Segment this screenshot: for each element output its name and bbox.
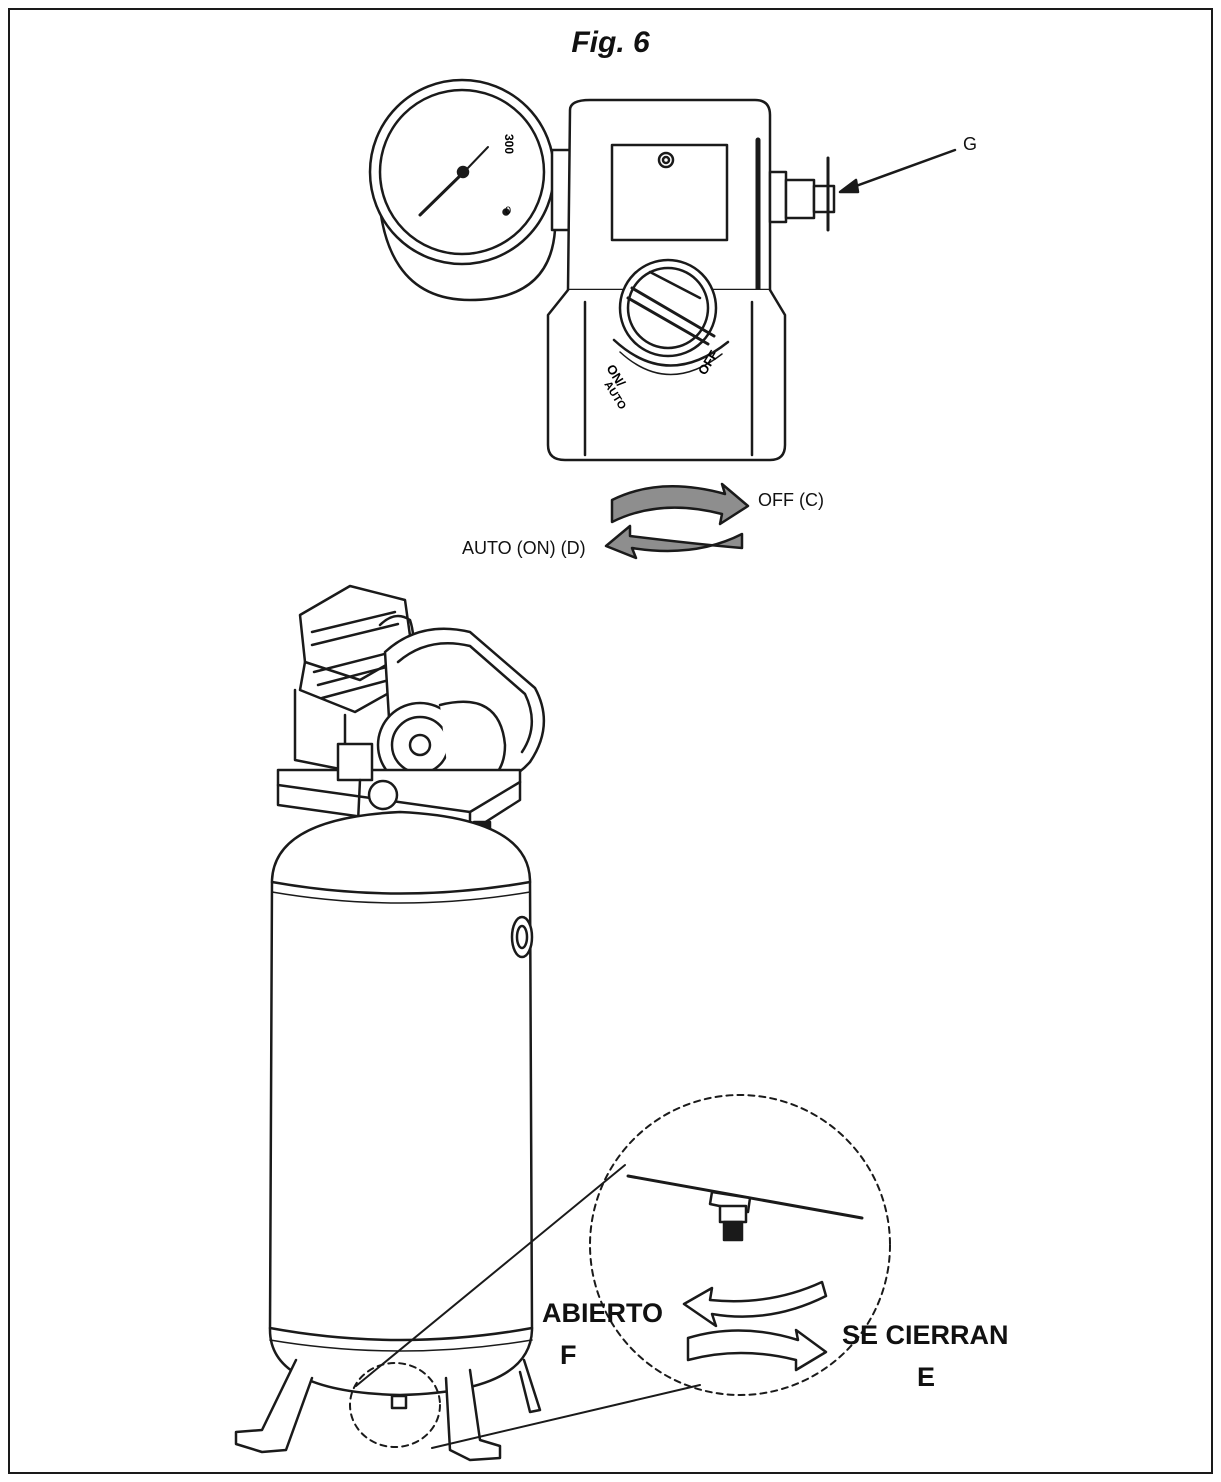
open-arrow-icon [682, 1280, 828, 1328]
close-arrow-icon [686, 1328, 828, 1372]
callout-auto: AUTO (ON) (D) [462, 538, 586, 558]
off-arrow-icon [610, 482, 750, 526]
g-leader-line [843, 148, 957, 192]
gauge-scale-max: 300 [502, 134, 516, 154]
auto-arrow-icon [604, 524, 744, 560]
pressure-switch-body [546, 98, 836, 462]
detail-callout-circles [349, 1094, 891, 1448]
gauge-scale-min: 0 [505, 205, 511, 217]
figure-frame [8, 8, 1213, 1474]
compressor-pump [276, 584, 546, 836]
pressure-gauge [368, 78, 576, 302]
callout-off: OFF (C) [758, 490, 824, 510]
callout-open-letter: F [560, 1340, 577, 1370]
callout-close-letter: E [917, 1362, 936, 1392]
figure-title: Fig. 6 [571, 26, 650, 59]
air-tank [234, 810, 542, 1462]
detail-leader-top [355, 1164, 626, 1387]
g-leader-arrowhead [838, 178, 860, 194]
callout-close-label: SE CIERRAN [842, 1320, 1009, 1350]
callout-g: G [963, 134, 978, 154]
callout-open-label: ABIERTO [542, 1298, 664, 1328]
detail-leader-bottom [431, 1384, 701, 1449]
drain-valve-detail [626, 1174, 864, 1242]
